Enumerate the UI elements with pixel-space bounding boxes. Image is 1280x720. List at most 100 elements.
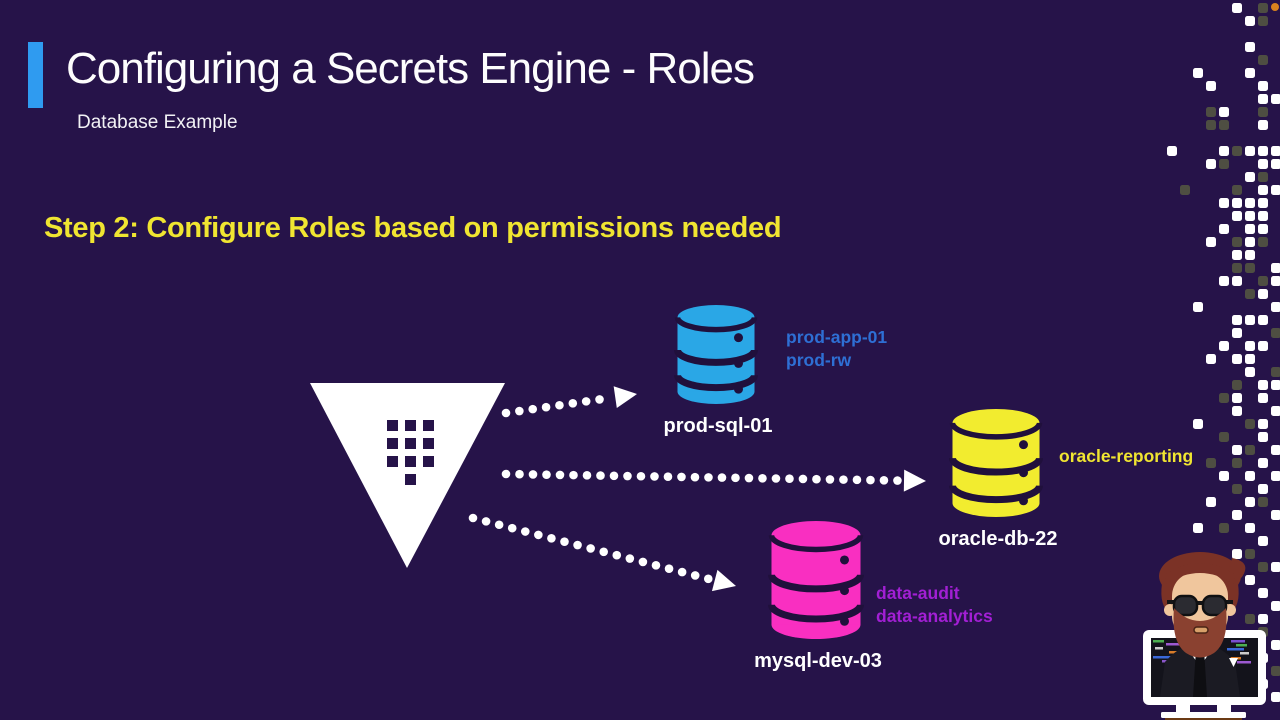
decor-square	[1245, 549, 1255, 559]
decor-square	[1258, 185, 1268, 195]
decor-square	[1245, 211, 1255, 221]
decor-square	[1245, 367, 1255, 377]
decor-square	[1232, 315, 1242, 325]
decor-square	[1245, 68, 1255, 78]
decor-square	[1245, 341, 1255, 351]
decor-square	[1271, 562, 1280, 572]
decor-pattern	[1167, 3, 1280, 702]
decor-square	[1258, 146, 1268, 156]
decor-square	[1219, 120, 1229, 130]
arrow-head	[613, 386, 637, 409]
decor-square	[1232, 250, 1242, 260]
title-accent-bar	[28, 42, 43, 108]
decor-square	[1258, 159, 1268, 169]
decor-square	[1271, 185, 1280, 195]
decor-square	[1245, 42, 1255, 52]
decor-square	[1245, 289, 1255, 299]
decor-square	[1206, 159, 1216, 169]
decor-square	[1219, 159, 1229, 169]
dotted-arrow	[501, 469, 926, 492]
decor-square	[1245, 16, 1255, 26]
db-role-label: prod-rw	[786, 350, 852, 370]
decor-square	[1271, 640, 1280, 650]
decor-square	[1219, 341, 1229, 351]
presenter-avatar	[1143, 552, 1266, 720]
decor-square	[1206, 497, 1216, 507]
decor-square	[1245, 237, 1255, 247]
decor-square	[1258, 276, 1268, 286]
decor-square	[1232, 185, 1242, 195]
decor-square	[1219, 146, 1229, 156]
presenter-head	[1159, 552, 1246, 658]
decor-square	[1245, 172, 1255, 182]
decor-square	[1258, 289, 1268, 299]
decor-square	[1245, 614, 1255, 624]
decor-square	[1245, 263, 1255, 273]
decor-square	[1219, 224, 1229, 234]
decor-square	[1232, 510, 1242, 520]
decor-square	[1245, 224, 1255, 234]
decor-square	[1271, 146, 1280, 156]
decor-square	[1258, 198, 1268, 208]
decor-square	[1245, 315, 1255, 325]
decor-square	[1219, 198, 1229, 208]
decor-square	[1232, 458, 1242, 468]
decor-square	[1258, 172, 1268, 182]
decor-square	[1206, 120, 1216, 130]
decor-square	[1258, 458, 1268, 468]
db-name-label: oracle-db-22	[939, 528, 1058, 550]
decor-square	[1258, 614, 1268, 624]
decor-square	[1232, 380, 1242, 390]
decor-square	[1245, 146, 1255, 156]
decor-square	[1271, 601, 1280, 611]
decor-square	[1232, 276, 1242, 286]
decor-square	[1206, 237, 1216, 247]
decor-square	[1271, 263, 1280, 273]
decor-square	[1206, 81, 1216, 91]
decor-square	[1219, 393, 1229, 403]
decor-square	[1258, 120, 1268, 130]
decor-square	[1232, 198, 1242, 208]
decor-square	[1193, 419, 1203, 429]
decor-square	[1258, 393, 1268, 403]
decor-square	[1219, 432, 1229, 442]
decor-square	[1232, 549, 1242, 559]
db-name-label: mysql-dev-03	[754, 650, 882, 672]
decor-square	[1232, 211, 1242, 221]
decor-square	[1232, 445, 1242, 455]
decor-square	[1245, 198, 1255, 208]
decor-square	[1245, 523, 1255, 533]
decor-square	[1258, 3, 1268, 13]
decor-square	[1232, 354, 1242, 364]
decor-square	[1232, 146, 1242, 156]
decor-square	[1232, 328, 1242, 338]
decor-square	[1258, 484, 1268, 494]
database-oracle-db-22: oracle-db-22 oracle-reporting	[939, 409, 1193, 550]
decor-square	[1193, 523, 1203, 533]
decor-square	[1232, 393, 1242, 403]
decor-square	[1258, 562, 1268, 572]
decor-square	[1206, 354, 1216, 364]
db-name-label: prod-sql-01	[664, 415, 773, 437]
decor-square	[1245, 575, 1255, 585]
decor-square	[1271, 367, 1280, 377]
decor-square	[1258, 419, 1268, 429]
db-role-label: data-audit	[876, 583, 960, 603]
decor-square	[1271, 159, 1280, 169]
decor-square	[1258, 237, 1268, 247]
decor-square	[1271, 471, 1280, 481]
decor-square	[1180, 185, 1190, 195]
decor-square	[1271, 380, 1280, 390]
decor-square	[1219, 471, 1229, 481]
decor-square	[1271, 302, 1280, 312]
decor-square	[1206, 458, 1216, 468]
decor-square	[1258, 536, 1268, 546]
db-role-label: oracle-reporting	[1059, 446, 1193, 466]
decor-square	[1245, 419, 1255, 429]
decor-square	[1232, 406, 1242, 416]
